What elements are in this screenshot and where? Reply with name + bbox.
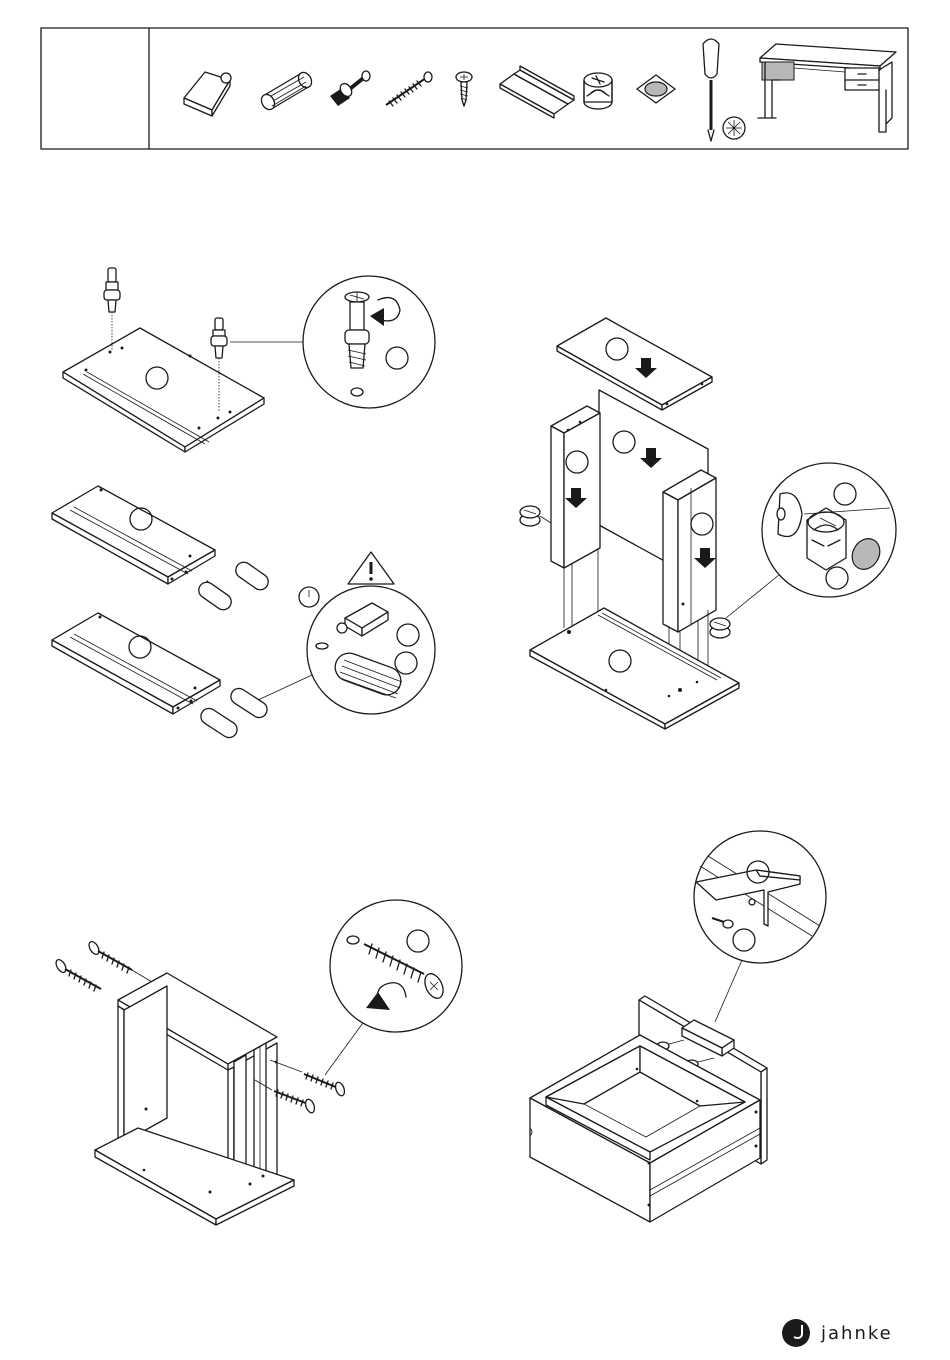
detail-zoom-circle	[762, 463, 896, 597]
wood-dowel-icon	[196, 559, 272, 613]
detail-zoom-circle	[330, 900, 462, 1032]
cam-bolt-icon	[330, 71, 370, 106]
screwdriver-icon	[703, 39, 745, 141]
desk-overview-icon	[758, 44, 896, 132]
wood-screw-icon	[274, 1090, 316, 1114]
cam-bolt-icon	[104, 268, 120, 350]
brand-name: jahnke	[821, 1323, 893, 1344]
cam-lock-icon	[710, 618, 730, 638]
hinge-bracket-icon	[184, 72, 231, 116]
wood-screw-icon	[386, 72, 432, 106]
warning-icon	[348, 552, 394, 584]
drawer-runner-icon	[500, 66, 574, 118]
wood-screw-icon	[87, 940, 132, 973]
wood-dowel-icon	[198, 685, 270, 740]
brand-logo: jahnke	[782, 1318, 893, 1348]
step-drawer-runner-mounting	[530, 831, 826, 1222]
step-dowel-insertion	[52, 486, 435, 741]
parts-header	[41, 28, 908, 149]
wood-screw-icon	[304, 1073, 346, 1097]
wood-screw-icon	[54, 958, 101, 991]
detail-zoom-circle	[307, 586, 435, 714]
step-carcass-assembly	[520, 318, 896, 729]
cover-cap-icon	[637, 75, 675, 103]
step-screw-fixing	[54, 900, 462, 1225]
short-screw-icon	[456, 72, 472, 106]
detail-zoom-circle	[303, 276, 435, 408]
jahnke-logo-icon	[782, 1319, 810, 1347]
detail-zoom-circle	[694, 831, 826, 963]
wood-dowel-icon	[259, 70, 314, 112]
step-cam-bolt-installation	[63, 268, 435, 452]
cam-lock-icon	[520, 506, 551, 526]
cam-lock-icon	[584, 73, 612, 109]
